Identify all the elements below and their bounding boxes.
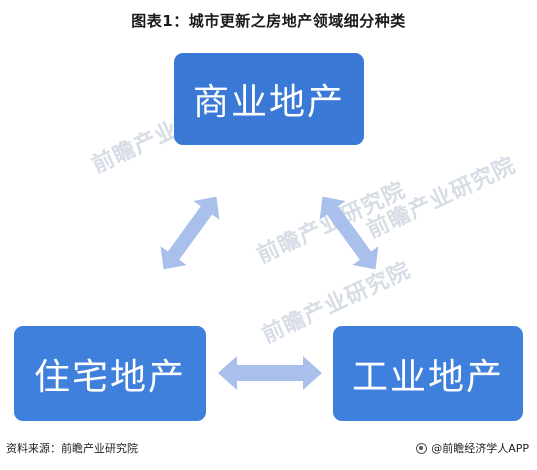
node-commercial-real-estate: 商业地产: [174, 53, 364, 145]
brand-note: @前瞻经济学人APP: [416, 440, 529, 456]
double-arrow-bottom: [218, 356, 322, 390]
brand-logo-icon: [416, 442, 428, 454]
figure-title: 图表1：城市更新之房地产领域细分种类: [131, 12, 406, 30]
double-arrow-top-right: [319, 196, 379, 270]
node-industrial-real-estate: 工业地产: [333, 326, 523, 421]
brand-label: @前瞻经济学人APP: [431, 442, 529, 455]
source-note: 资料来源：前瞻产业研究院: [6, 442, 138, 455]
node-residential-real-estate: 住宅地产: [14, 326, 206, 421]
double-arrow-top-left: [160, 196, 220, 270]
